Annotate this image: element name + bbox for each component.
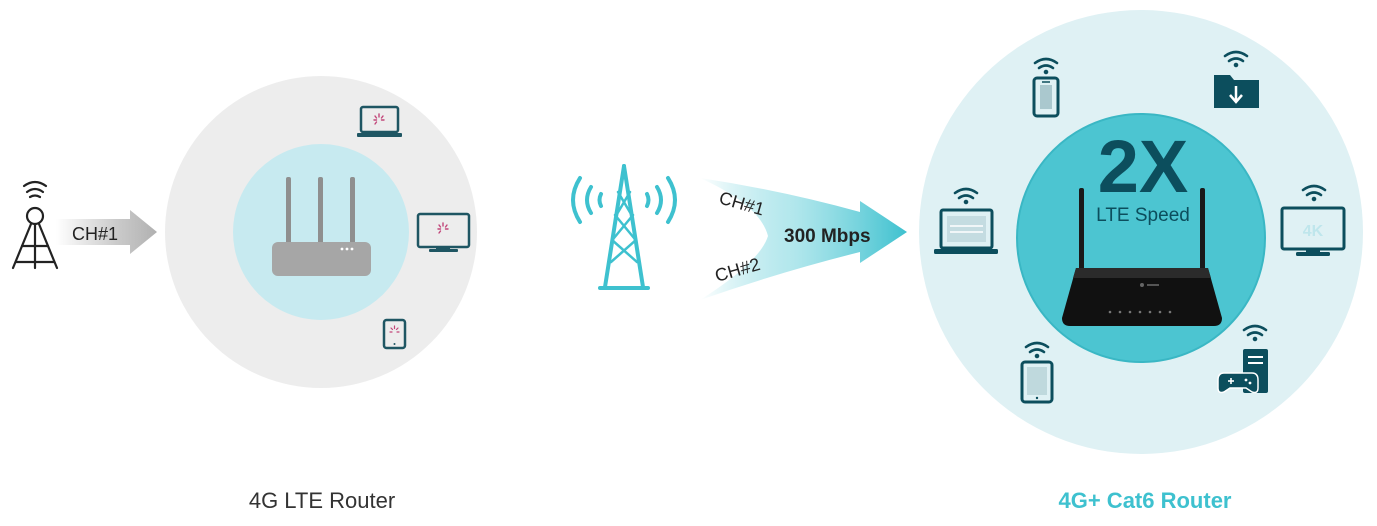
wifi-icon [1024, 341, 1050, 359]
phone-icon [1032, 76, 1060, 118]
lte-speed-caption: LTE Speed [1096, 205, 1190, 226]
left-channel-label: CH#1 [72, 224, 118, 244]
speed-label: 300 Mbps [784, 226, 871, 247]
monitor-icon [416, 212, 471, 252]
tablet-icon [382, 318, 407, 350]
grey-signal-arrow [56, 210, 157, 254]
lte-router-icon [272, 177, 371, 276]
loading-spinner-icon [373, 113, 385, 125]
cell-tower-icon [571, 164, 677, 290]
folder-download-icon [1214, 75, 1259, 108]
loading-spinner-icon [389, 325, 400, 333]
game-console-icon [1217, 349, 1268, 394]
laptop-icon [357, 105, 402, 137]
monitor-icon: 4K [1280, 206, 1346, 256]
laptop-icon [934, 208, 998, 254]
tablet-icon [1020, 360, 1054, 404]
wifi-icon [1223, 50, 1249, 68]
cat6-router-caption: 4G+ Cat6 Router [1058, 488, 1232, 513]
cat6-coverage-ring [1016, 113, 1266, 363]
cat6-router-icon [1062, 188, 1222, 326]
wifi-icon [1033, 57, 1059, 75]
wifi-icon [1242, 324, 1268, 342]
speed-multiplier: 2X [1098, 125, 1189, 208]
wifi-icon [1301, 184, 1327, 202]
lte-router-caption: 4G LTE Router [248, 488, 396, 513]
monitor-4k-badge: 4K [1303, 223, 1324, 240]
cell-tower-icon [11, 180, 59, 270]
wifi-icon [953, 187, 979, 205]
loading-spinner-icon [437, 222, 449, 234]
teal-signal-arrow [700, 178, 907, 300]
